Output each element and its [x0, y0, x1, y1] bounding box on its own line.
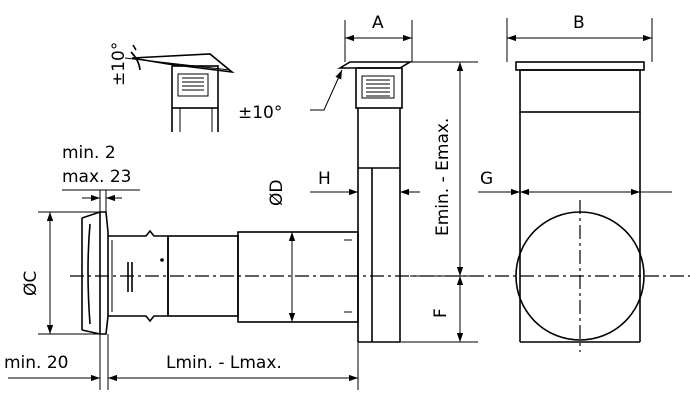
dimensions [8, 18, 672, 390]
label-a: A [372, 13, 384, 33]
detail-view [124, 44, 235, 132]
label-min-20: min. 20 [4, 353, 69, 373]
label-e-range: Emin. - Emax. [433, 118, 453, 236]
label-angle-top: ±10° [109, 42, 129, 86]
label-g: G [480, 169, 493, 189]
box-rear-view [515, 61, 645, 352]
label-f: F [431, 308, 451, 318]
label-b: B [573, 13, 585, 33]
label-diameter-c: ØC [21, 271, 41, 296]
pipe-front-view [70, 211, 690, 335]
label-diameter-d: ØD [267, 180, 287, 206]
label-l-range: Lmin. - Lmax. [166, 353, 282, 373]
label-max-23: max. 23 [62, 167, 131, 187]
label-angle-mid: ±10° [238, 103, 282, 123]
box-side-view [337, 61, 413, 343]
label-h: H [318, 169, 331, 189]
label-min-2: min. 2 [62, 143, 116, 163]
